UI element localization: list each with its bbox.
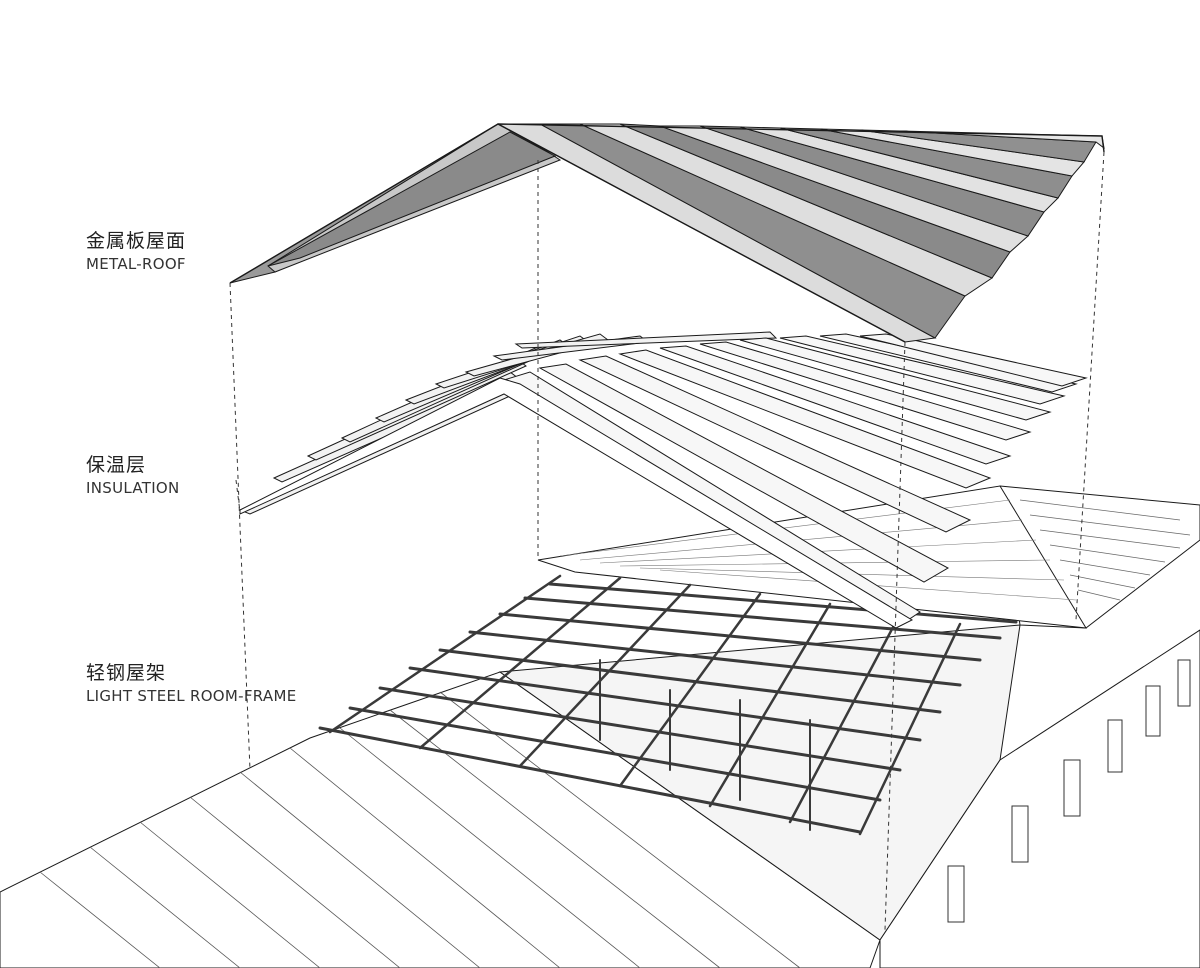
facade-windows <box>947 659 1191 923</box>
frame-rafters <box>328 574 962 836</box>
alignment-guides <box>229 151 1105 931</box>
building-base <box>0 485 1200 968</box>
label-insulation: 保温层 INSULATION <box>86 456 180 496</box>
metal-roof-right-pitch <box>497 123 1105 343</box>
metal-roof-left-pitch <box>229 123 562 284</box>
label-metal-roof: 金属板屋面 METAL-ROOF <box>86 232 186 272</box>
right-slab-lines <box>1019 499 1191 601</box>
light-steel-frame <box>318 574 1018 836</box>
insulation-front-board <box>239 377 914 629</box>
label-insulation-zh: 保温层 <box>86 454 147 476</box>
insulation-layer <box>238 331 1088 629</box>
label-metal-roof-zh: 金属板屋面 <box>86 230 187 252</box>
label-steel-frame-en: LIGHT STEEL ROOM-FRAME <box>86 687 297 705</box>
label-steel-frame-zh: 轻钢屋架 <box>86 662 167 684</box>
label-insulation-en: INSULATION <box>86 479 180 497</box>
metal-roof-outline <box>229 123 1105 284</box>
metal-roof-layer <box>229 123 1105 343</box>
frame-posts <box>599 659 811 831</box>
label-metal-roof-en: METAL-ROOF <box>86 255 186 273</box>
frame-purlins <box>318 582 1018 834</box>
label-steel-frame: 轻钢屋架 LIGHT STEEL ROOM-FRAME <box>86 664 297 704</box>
